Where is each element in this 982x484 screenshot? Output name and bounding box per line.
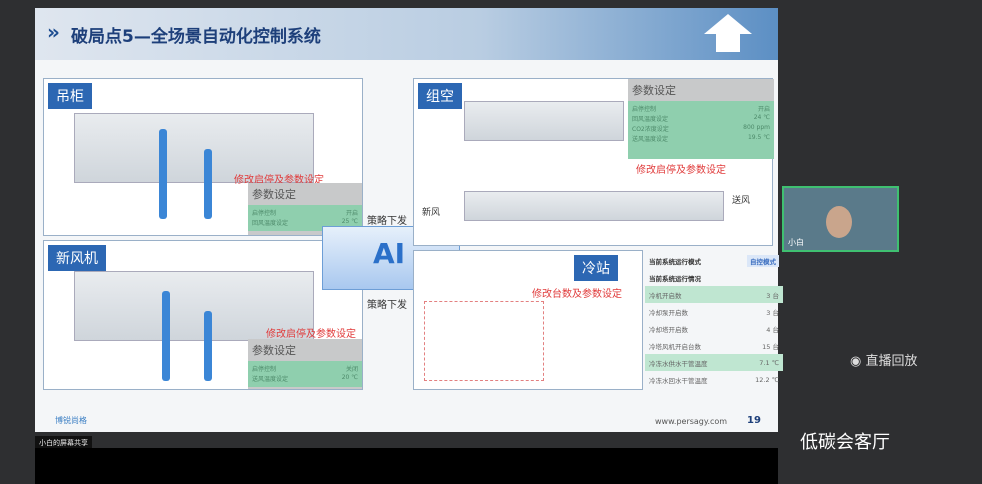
slide-title: 破局点5—全场景自动化控制系统 bbox=[71, 27, 321, 47]
settings-title: 参数设定 bbox=[252, 344, 296, 357]
participant-video[interactable]: 小白 bbox=[782, 186, 899, 252]
pipe bbox=[159, 129, 167, 219]
unit-diagram bbox=[464, 191, 724, 221]
panel-lengzhan: 冷站 修改台数及参数设定 bbox=[413, 250, 643, 390]
modify-link[interactable]: 修改台数及参数设定 bbox=[532, 289, 622, 300]
modify-link[interactable]: 修改启停及参数设定 bbox=[266, 329, 356, 340]
participant-face bbox=[826, 206, 852, 238]
supply-air-label: 送风 bbox=[732, 196, 751, 206]
modify-link[interactable]: 修改启停及参数设定 bbox=[636, 165, 726, 176]
arrow-up-icon bbox=[704, 14, 752, 34]
panel-title: 冷站 bbox=[574, 255, 618, 281]
chevron-icon: » bbox=[47, 20, 60, 44]
arrow-up-stem bbox=[716, 34, 740, 52]
fresh-air-label: 新风 bbox=[422, 208, 441, 218]
replay-button[interactable]: ◉ 直播回放 bbox=[850, 354, 918, 369]
pipe bbox=[204, 311, 212, 381]
pipe bbox=[162, 291, 170, 381]
slide: » 破局点5—全场景自动化控制系统 吊柜 修改启停及参数设定 参数设定 启停控制… bbox=[35, 8, 783, 432]
screen-share-label: 小白的屏幕共享 bbox=[35, 436, 92, 450]
panel-title: 新风机 bbox=[48, 245, 106, 271]
participant-name: 小白 bbox=[788, 238, 804, 247]
footer-logo: 博锐尚格 bbox=[55, 416, 87, 425]
panel-title: 组空 bbox=[418, 83, 462, 109]
settings-title: 参数设定 bbox=[252, 188, 296, 201]
settings-title: 参数设定 bbox=[632, 84, 676, 97]
unit-diagram bbox=[464, 101, 624, 141]
strategy-label: 策略下发 bbox=[367, 300, 407, 311]
page-number: 19 bbox=[747, 415, 761, 426]
footer-url: www.persagy.com bbox=[655, 417, 728, 426]
unit-diagram bbox=[74, 113, 314, 183]
modify-link[interactable]: 修改启停及参数设定 bbox=[234, 175, 324, 186]
panel-title: 吊柜 bbox=[48, 83, 92, 109]
bottom-bar bbox=[35, 448, 778, 484]
strategy-label: 策略下发 bbox=[367, 216, 407, 227]
pipe bbox=[204, 149, 212, 219]
watermark: 低碳会客厅 bbox=[800, 432, 890, 453]
chiller-diagram bbox=[424, 301, 544, 381]
unit-diagram bbox=[74, 271, 314, 341]
slide-header: » 破局点5—全场景自动化控制系统 bbox=[35, 8, 778, 60]
